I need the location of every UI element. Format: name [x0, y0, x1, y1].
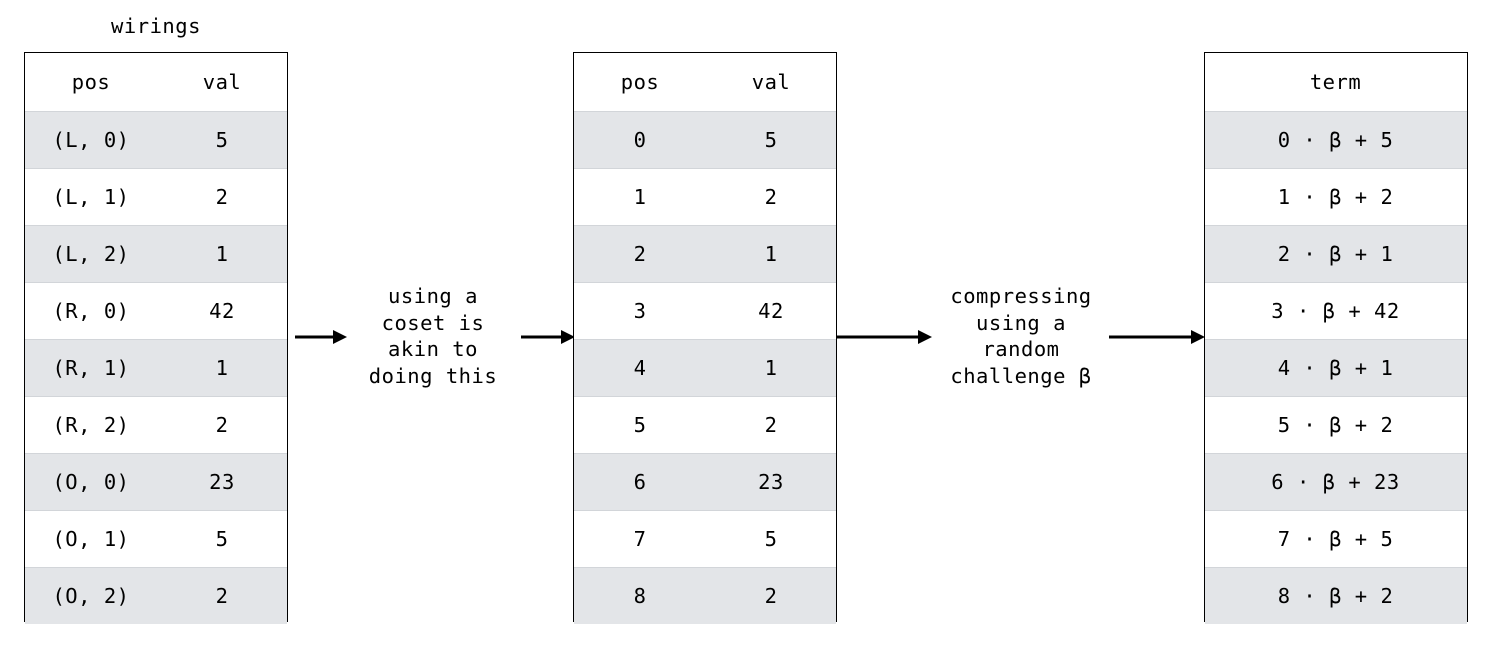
cell-val: 1 [764, 355, 778, 380]
cell-pos: (O, 2) [52, 583, 130, 608]
table-row: 3 · β + 42 [1205, 282, 1467, 339]
arrow-right-icon [295, 330, 347, 344]
cell-val: 2 [764, 184, 778, 209]
cell-term: 1 · β + 2 [1277, 184, 1394, 209]
cell-val: 23 [209, 469, 235, 494]
table-header-row: pos val [25, 53, 287, 111]
arrow-label-coset: using a coset is akin to doing this [368, 284, 498, 388]
cell-pos: (O, 0) [52, 469, 130, 494]
table-row: 6 · β + 23 [1205, 453, 1467, 510]
table-row: 4 · β + 1 [1205, 339, 1467, 396]
cell-term: 5 · β + 2 [1277, 412, 1394, 437]
arrow-right-icon [1109, 330, 1205, 344]
table-row: (L, 0) 5 [25, 111, 287, 168]
cell-val: 42 [209, 298, 235, 323]
cell-val: 1 [764, 241, 778, 266]
table-row: 5 · β + 2 [1205, 396, 1467, 453]
cell-val: 5 [764, 127, 778, 152]
cell-pos: 1 [633, 184, 647, 209]
cell-val: 5 [215, 526, 229, 551]
table-header-row: pos val [574, 53, 836, 111]
cell-val: 2 [215, 583, 229, 608]
table-row: 7 · β + 5 [1205, 510, 1467, 567]
terms-table: term 0 · β + 5 1 · β + 2 2 · β + 1 3 · β… [1204, 52, 1468, 624]
cell-val: 42 [758, 298, 784, 323]
wirings-table: pos val (L, 0) 5 (L, 1) 2 (L, 2) 1 (R, 0… [24, 52, 288, 624]
table-row: 2 1 [574, 225, 836, 282]
table-row: 4 1 [574, 339, 836, 396]
table-row: 0 5 [574, 111, 836, 168]
cell-val: 2 [764, 412, 778, 437]
cell-pos: (L, 0) [52, 127, 130, 152]
column-header-val: val [751, 69, 791, 94]
cell-term: 0 · β + 5 [1277, 127, 1394, 152]
cell-term: 2 · β + 1 [1277, 241, 1394, 266]
cell-pos: (L, 1) [52, 184, 130, 209]
column-header-pos: pos [620, 69, 660, 94]
table-row: (R, 0) 42 [25, 282, 287, 339]
table-row: (L, 2) 1 [25, 225, 287, 282]
cell-val: 5 [215, 127, 229, 152]
flattened-table: pos val 0 5 1 2 2 1 3 42 4 1 5 2 6 23 7 … [573, 52, 837, 624]
table-row: (O, 0) 23 [25, 453, 287, 510]
table-row: 5 2 [574, 396, 836, 453]
cell-pos: 6 [633, 469, 647, 494]
table-row: 2 · β + 1 [1205, 225, 1467, 282]
table-row: 6 23 [574, 453, 836, 510]
cell-val: 1 [215, 355, 229, 380]
cell-term: 7 · β + 5 [1277, 526, 1394, 551]
cell-term: 8 · β + 2 [1277, 583, 1394, 608]
cell-pos: 3 [633, 298, 647, 323]
table-row: 8 2 [574, 567, 836, 624]
cell-pos: (R, 0) [52, 298, 130, 323]
cell-val: 23 [758, 469, 784, 494]
table-row: 1 · β + 2 [1205, 168, 1467, 225]
cell-val: 5 [764, 526, 778, 551]
arrow-label-compress: compressing using a random challenge β [950, 284, 1092, 388]
cell-pos: 5 [633, 412, 647, 437]
column-header-pos: pos [71, 69, 111, 94]
cell-term: 3 · β + 42 [1271, 298, 1400, 323]
table-row: (L, 1) 2 [25, 168, 287, 225]
column-header-term: term [1309, 69, 1362, 94]
cell-pos: (R, 2) [52, 412, 130, 437]
cell-val: 2 [215, 184, 229, 209]
arrow-right-icon [837, 330, 932, 344]
wirings-caption: wirings [111, 14, 201, 38]
arrow-right-icon [521, 330, 575, 344]
cell-term: 4 · β + 1 [1277, 355, 1394, 380]
table-row: 3 42 [574, 282, 836, 339]
cell-pos: 0 [633, 127, 647, 152]
table-header-row: term [1205, 53, 1467, 111]
table-row: 0 · β + 5 [1205, 111, 1467, 168]
cell-pos: 2 [633, 241, 647, 266]
cell-val: 1 [215, 241, 229, 266]
cell-pos: 8 [633, 583, 647, 608]
table-row: 8 · β + 2 [1205, 567, 1467, 624]
table-row: (O, 1) 5 [25, 510, 287, 567]
cell-pos: 4 [633, 355, 647, 380]
column-header-val: val [202, 69, 242, 94]
table-row: 7 5 [574, 510, 836, 567]
cell-val: 2 [764, 583, 778, 608]
cell-term: 6 · β + 23 [1271, 469, 1400, 494]
table-row: (R, 1) 1 [25, 339, 287, 396]
table-row: (R, 2) 2 [25, 396, 287, 453]
cell-pos: (L, 2) [52, 241, 130, 266]
cell-pos: (O, 1) [52, 526, 130, 551]
table-row: (O, 2) 2 [25, 567, 287, 624]
cell-pos: (R, 1) [52, 355, 130, 380]
cell-pos: 7 [633, 526, 647, 551]
cell-val: 2 [215, 412, 229, 437]
table-row: 1 2 [574, 168, 836, 225]
